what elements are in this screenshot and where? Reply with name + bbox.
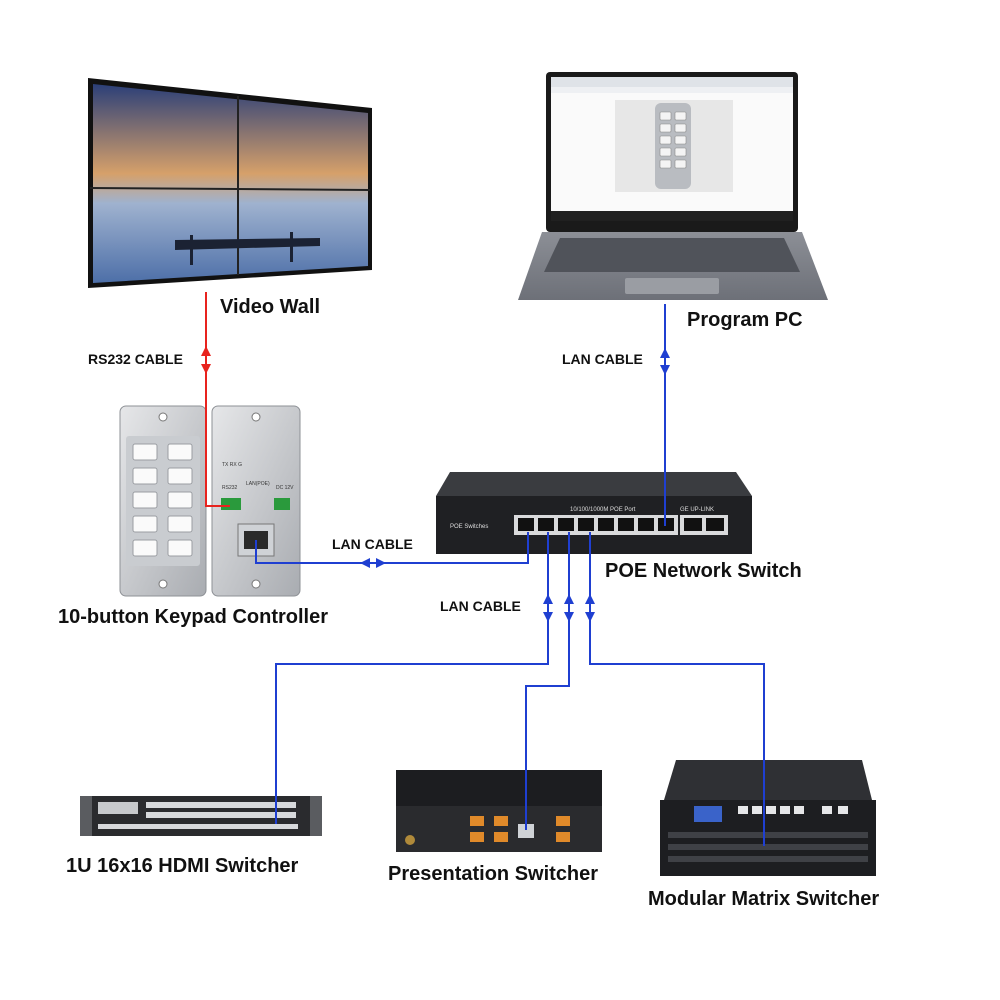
program-pc-label: Program PC [687,309,803,331]
lan-cable-devices-label: LAN CABLE [440,598,521,614]
lan-poe-port-text: LAN(POE) [246,481,270,487]
lan-cable-keypad-label: LAN CABLE [332,536,413,552]
presentation-switcher-label: Presentation Switcher [388,863,598,885]
video-wall-image [88,78,372,288]
modular-matrix-image [660,760,876,876]
lan-pc-arrow-icon [660,348,670,375]
rs232-arrow-icon [201,346,211,374]
rs232-cable [205,292,230,507]
video-wall-label: Video Wall [220,296,320,318]
lan-keypad-arrow-icon [360,558,386,568]
keypad-back-image: TX RX G RS232 LAN(POE) DC 12V [211,405,301,597]
hdmi-switcher-label: 1U 16x16 HDMI Switcher [66,855,299,877]
switch-port-header-text: 10/100/1000M POE Port [570,507,636,513]
lan-cable-pc-label: LAN CABLE [562,351,643,367]
keypad-label: 10-button Keypad Controller [58,606,328,628]
hdmi-switcher-image [80,796,322,836]
dc-port-text: DC 12V [276,485,294,491]
program-pc-image [518,72,828,300]
rs232-cable-label: RS232 CABLE [88,351,183,367]
keypad-front-image [119,405,207,597]
poe-switch-image: POE Switches 10/100/1000M POE Port GE UP… [436,472,752,554]
presentation-switcher-image [396,770,602,852]
poe-switch-label: POE Network Switch [605,560,802,582]
rs232-port-text: RS232 [222,485,238,491]
modular-matrix-label: Modular Matrix Switcher [648,888,879,910]
switch-uplink-header-text: GE UP-LINK [680,507,714,513]
rs232-pins-text: TX RX G [222,462,242,468]
lan-cable-presentation [525,532,570,830]
switch-brand-text: POE Switches [450,524,488,530]
lan-devices-arrow-icon [543,594,595,622]
lan-cable-keypad [255,532,529,564]
